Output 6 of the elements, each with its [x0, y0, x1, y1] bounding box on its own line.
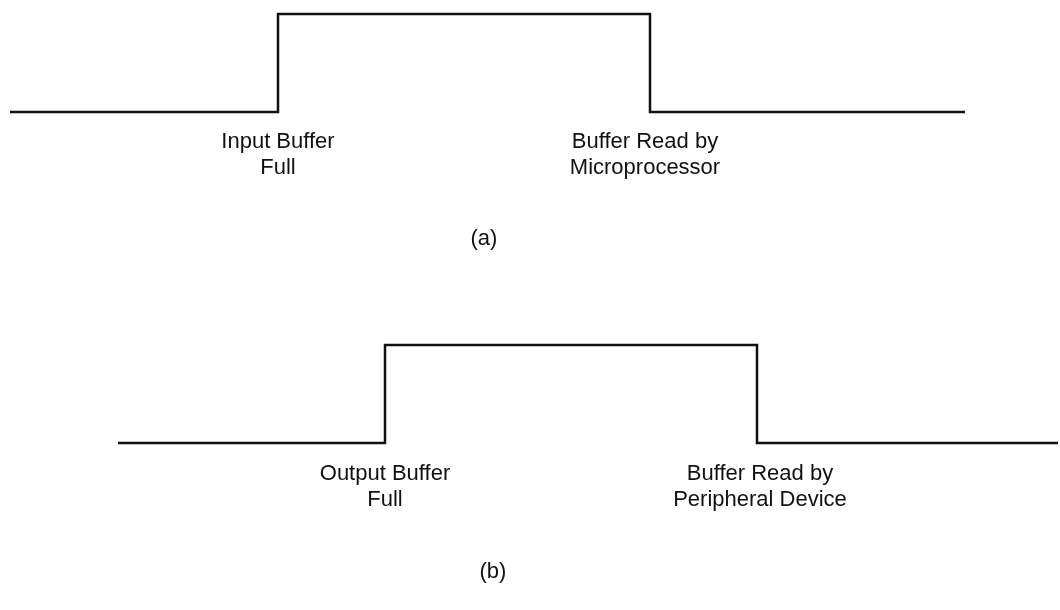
waveform-label: Output Buffer Full	[318, 460, 452, 512]
figure-part-label: (b)	[478, 558, 508, 584]
waveform-label: Buffer Read by Peripheral Device	[672, 460, 848, 512]
waveform-label: Buffer Read by Microprocessor	[568, 128, 722, 180]
figure-part-label: (a)	[469, 225, 499, 251]
waveform-label: Input Buffer Full	[220, 128, 336, 180]
